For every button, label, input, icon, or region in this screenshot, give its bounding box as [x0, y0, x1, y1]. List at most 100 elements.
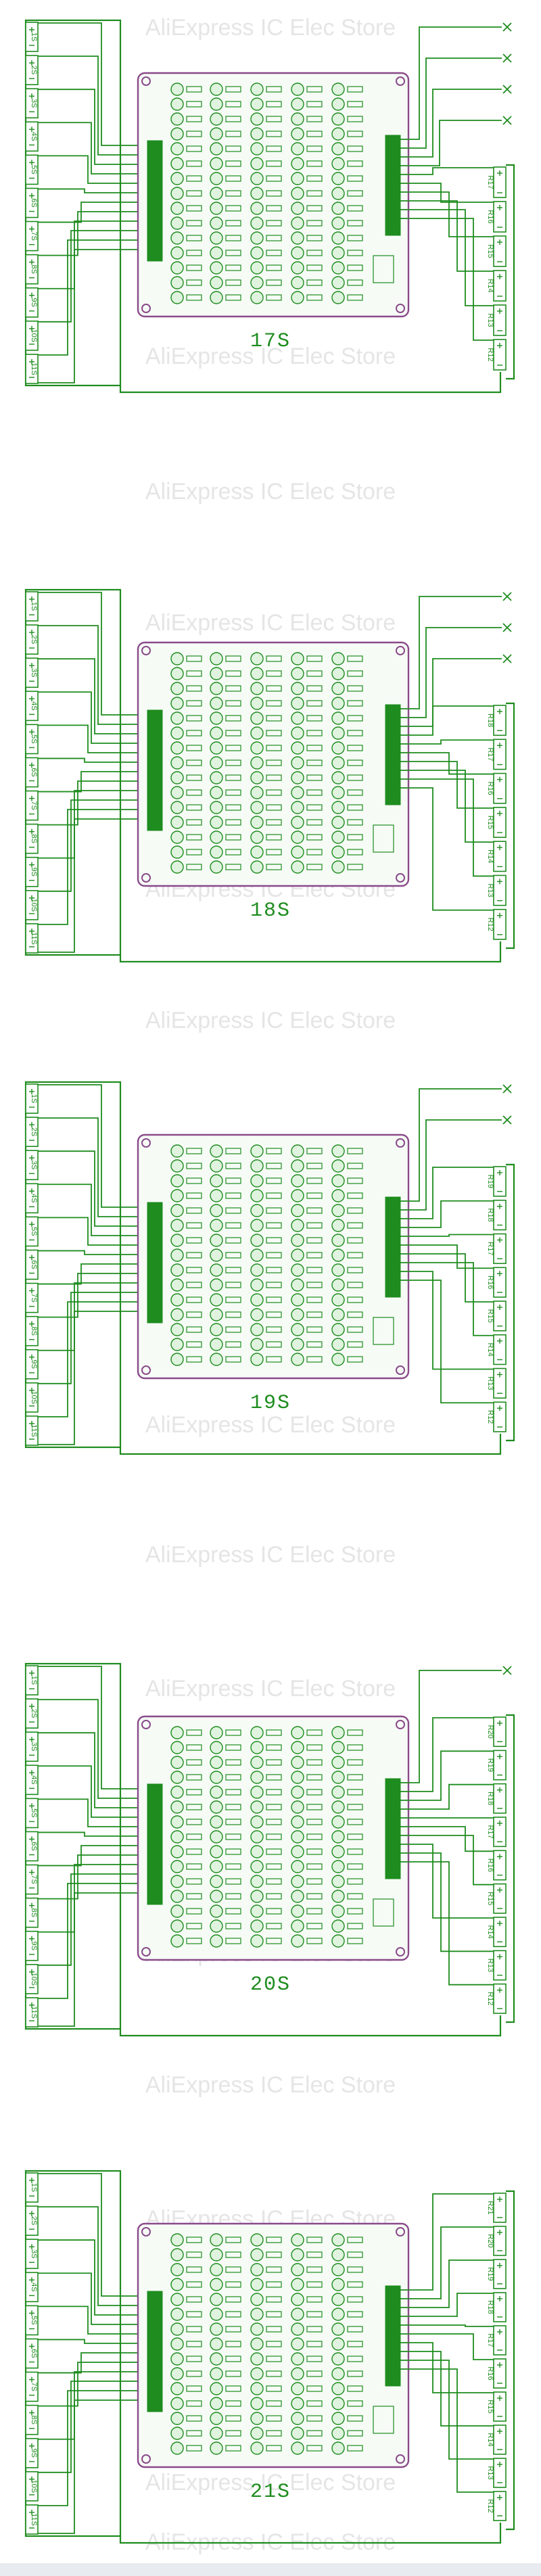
- transistor: [210, 112, 223, 126]
- battery-cell: R12: [400, 2368, 507, 2521]
- resistor: [266, 205, 282, 212]
- transistor: [210, 83, 223, 96]
- resistor: [225, 1789, 241, 1796]
- battery-cell: R21: [400, 2193, 507, 2291]
- resistor: [186, 279, 202, 286]
- series-link-wire: [119, 1434, 502, 1455]
- balancer-board: [137, 1133, 410, 1380]
- resistor: [186, 1729, 202, 1736]
- transistor: [170, 187, 184, 200]
- battery-cell: 1S: [25, 1665, 150, 1789]
- cell-label: 11S: [30, 362, 38, 375]
- transistor: [291, 187, 304, 200]
- balance-wire: [38, 55, 150, 156]
- diagram-title: 17S: [250, 330, 291, 353]
- battery-cell: 9S: [25, 220, 150, 318]
- cell-label: R17: [486, 1242, 494, 1255]
- resistor: [186, 235, 202, 241]
- resistor: [225, 1222, 241, 1229]
- transistor: [170, 2308, 184, 2321]
- transistor: [250, 1830, 264, 1844]
- resistor: [186, 2341, 202, 2347]
- resistor: [225, 1833, 241, 1840]
- balance-wire: [400, 1717, 494, 1792]
- balance-wire: [38, 1273, 150, 1318]
- transistor: [291, 97, 304, 111]
- resistor: [347, 2237, 363, 2243]
- left-connector: [147, 2291, 163, 2412]
- resistor: [225, 1878, 241, 1885]
- resistor: [347, 1759, 363, 1766]
- transistor: [250, 1815, 264, 1829]
- resistor: [306, 294, 323, 301]
- mounting-hole: [141, 2227, 151, 2237]
- resistor: [266, 1267, 282, 1273]
- resistor: [225, 655, 241, 662]
- battery-cell: 11S: [25, 809, 150, 954]
- resistor: [225, 2237, 241, 2243]
- battery-cell-body: [493, 1783, 507, 1814]
- transistor: [170, 276, 184, 289]
- cell-label: R17: [486, 747, 494, 761]
- cell-label: R15: [486, 816, 494, 829]
- battery-cell-body: [25, 2437, 39, 2468]
- transistor: [210, 1234, 223, 1247]
- resistor: [225, 2266, 241, 2273]
- unused-wire: [400, 1670, 502, 1783]
- battery-cell: R17: [400, 739, 507, 770]
- balance-wire: [38, 211, 150, 256]
- resistor: [186, 2400, 202, 2407]
- transistor: [170, 1338, 184, 1351]
- resistor: [347, 759, 363, 766]
- balance-wire: [38, 1117, 150, 1217]
- transistor: [210, 142, 223, 156]
- transistor: [170, 845, 184, 859]
- resistor: [306, 1863, 323, 1870]
- resistor: [225, 1774, 241, 1781]
- transistor: [250, 1860, 264, 1873]
- resistor: [186, 789, 202, 796]
- balance-wire: [38, 1250, 150, 1255]
- transistor: [170, 291, 184, 304]
- resistor: [306, 670, 323, 677]
- battery-cell-body: [25, 1997, 39, 2028]
- cell-label: 8S: [30, 2415, 38, 2424]
- battery-cell-body: [25, 254, 39, 285]
- resistor: [225, 1148, 241, 1154]
- balance-wire: [400, 2324, 494, 2327]
- resistor: [306, 2326, 323, 2333]
- right-connector: [385, 704, 401, 805]
- transistor: [210, 741, 223, 755]
- transistor: [210, 2293, 223, 2306]
- resistor: [347, 1923, 363, 1929]
- resistor: [225, 2251, 241, 2258]
- resistor: [306, 849, 323, 856]
- battery-cell-body: [493, 772, 507, 804]
- resistor: [186, 1296, 202, 1303]
- resistor: [347, 250, 363, 256]
- transistor: [291, 291, 304, 304]
- battery-cell-body: [25, 657, 39, 688]
- right-connector: [385, 1196, 401, 1298]
- right-connector: [385, 1778, 401, 1879]
- transistor: [331, 1159, 345, 1173]
- cut-wire-x-icon: [502, 85, 512, 94]
- battery-cell: R13: [400, 1852, 507, 1981]
- transistor: [210, 261, 223, 275]
- transistor: [210, 2382, 223, 2395]
- battery-cell: R16: [400, 2333, 507, 2389]
- battery-cell: 2S: [25, 1117, 150, 1217]
- transistor: [331, 1741, 345, 1754]
- transistor: [170, 157, 184, 170]
- transistor: [250, 1278, 264, 1292]
- battery-cell-body: [493, 2259, 507, 2289]
- resistor: [306, 1833, 323, 1840]
- cut-wire-x-icon: [502, 116, 512, 125]
- resistor: [225, 264, 241, 271]
- unused-wire: [400, 89, 502, 158]
- balance-wire: [400, 1244, 494, 1269]
- transistor: [250, 1919, 264, 1933]
- transistor: [291, 816, 304, 829]
- cell-label: 3S: [30, 99, 38, 108]
- battery-cell: 4S: [25, 1764, 150, 1818]
